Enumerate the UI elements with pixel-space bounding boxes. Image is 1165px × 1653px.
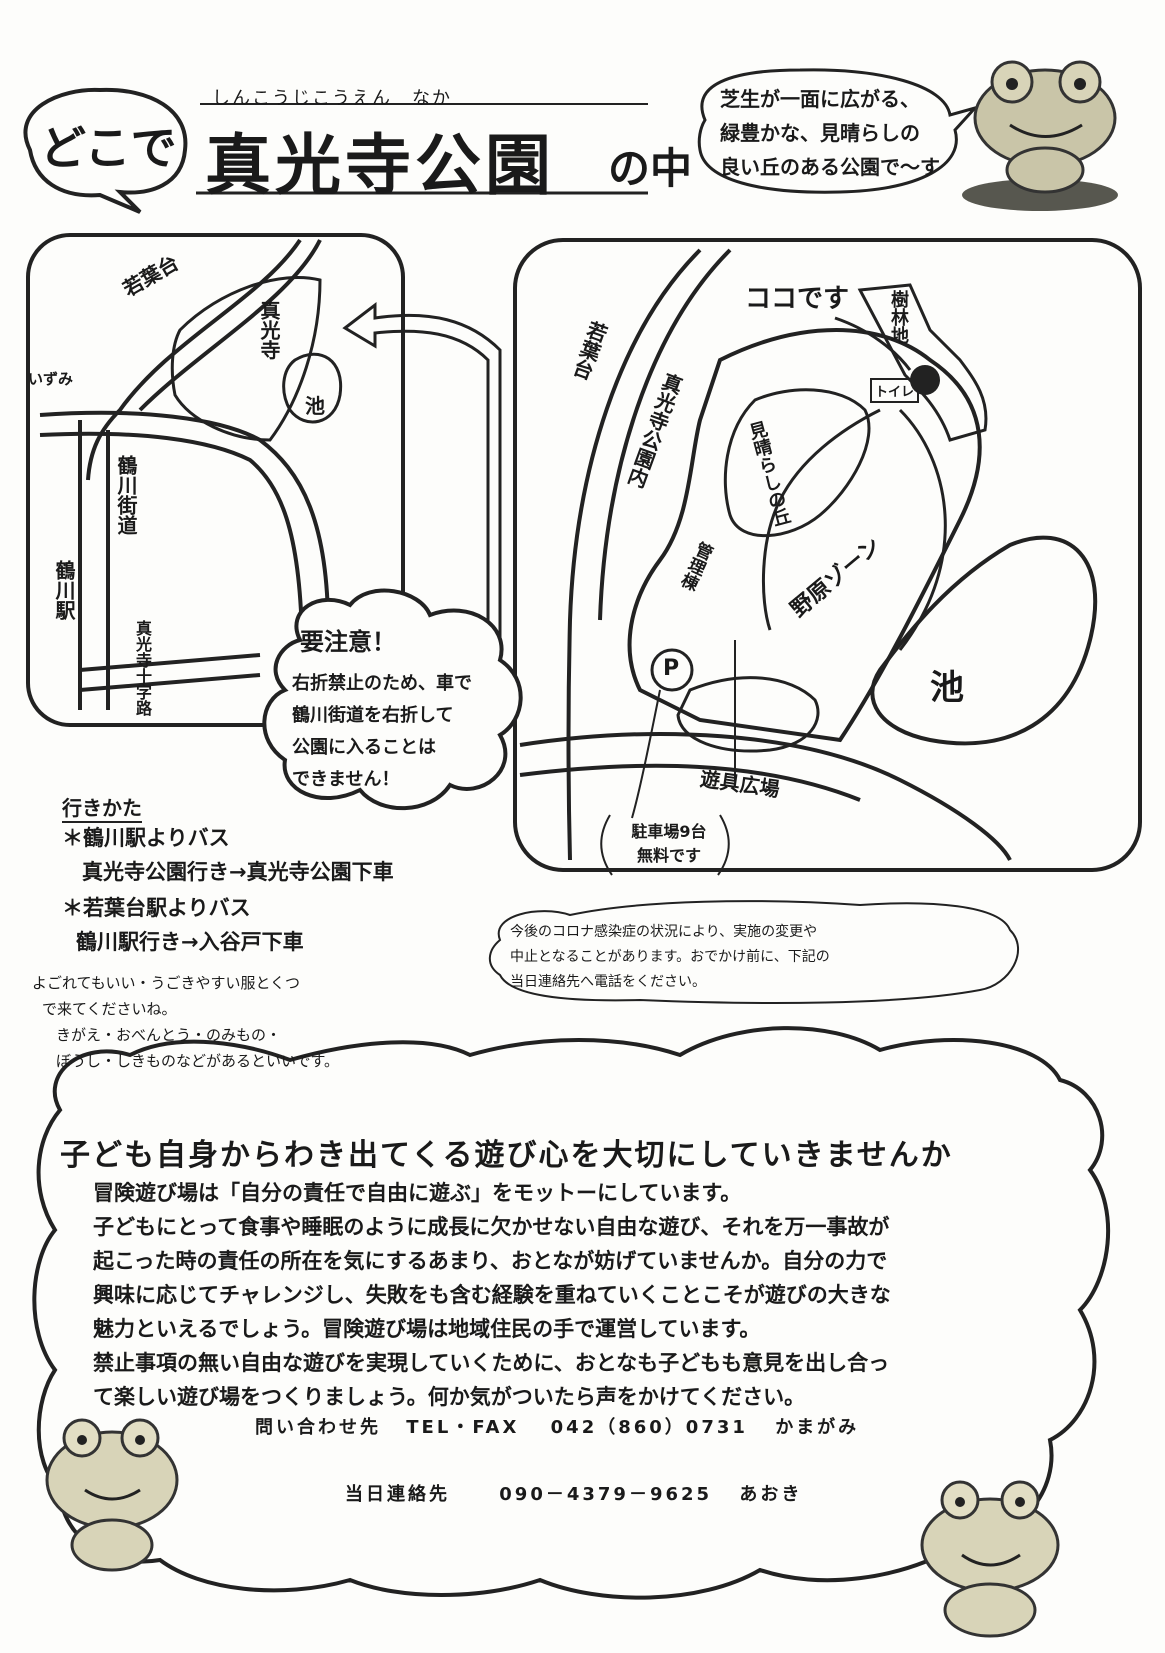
- caution-line: 鶴川街道を右折して: [292, 705, 454, 726]
- covid-note: 今後のコロナ感染症の状況により、実施の変更や 中止となることがあります。おでかけ…: [510, 920, 1010, 995]
- access-route-detail: 真光寺公園行き→真光寺公園下車: [82, 860, 394, 884]
- parking-note-bracket: [600, 814, 730, 876]
- parking-pointer: [631, 689, 661, 819]
- overview-map-frame: [26, 233, 405, 727]
- caution-line: 公園に入ることは: [292, 737, 436, 758]
- speech-bubble-text: 芝生が一面に広がる、 緑豊かな、見晴らしの 良い丘のある公園で～す: [720, 82, 940, 184]
- message-line: 子どもにとって食事や睡眠のように成長に欠かせない自由な遊び、それを万一事故が: [93, 1215, 890, 1239]
- covid-line: 当日連絡先へ電話をください。: [510, 974, 706, 990]
- overview-label-pond: 池: [305, 394, 325, 418]
- message-line: 魅力といえるでしょう。冒険遊び場は地域住民の手で運営しています。: [93, 1317, 761, 1341]
- message-cloud: [32, 1026, 1111, 1600]
- message-line: 禁止事項の無い自由な遊びを実現していくために、おとなも子どもも意見を出し合っ: [93, 1351, 890, 1375]
- where-bubble-outline: [23, 87, 188, 214]
- overview-roads: [39, 238, 331, 710]
- playground-outline: [676, 676, 820, 753]
- overview-label-shinkoji: 真光寺: [257, 300, 281, 360]
- overview-pond-outline: [282, 352, 343, 424]
- message-line: 冒険遊び場は「自分の責任で自由に遊ぶ」をモットーにしています。: [93, 1181, 742, 1205]
- overview-label-tsurukawa-station: 鶴川駅: [52, 560, 76, 620]
- detail-label-forest: 樹林地: [888, 290, 909, 344]
- title-particle: の中: [608, 144, 693, 193]
- frog-illustration-bottom-right: [920, 1480, 1060, 1638]
- inquiry-name: かまがみ: [775, 1417, 860, 1438]
- message-line: 起こった時の責任の所在を気にするあまり、おとなが妨げていませんか。自分の力で: [93, 1249, 888, 1273]
- access-title: 行きかた: [62, 792, 142, 823]
- title-ruby: しんこうじこうえん なか: [212, 88, 452, 109]
- day-contact-phone[interactable]: 090－4379－9625: [499, 1484, 713, 1505]
- speech-bubble-outline: [697, 68, 980, 194]
- caution-title: 要注意！: [300, 628, 396, 656]
- caution-cloud: [262, 588, 523, 811]
- inquiry-type: TEL・FAX: [406, 1417, 520, 1438]
- contact-day: 当日連絡先 090－4379－9625 あおき: [345, 1480, 802, 1506]
- parking-mark: P: [663, 656, 680, 681]
- overview-label-crossing: 真光寺十字路: [133, 620, 152, 716]
- page-title: 真光寺公園: [205, 127, 555, 204]
- overview-label-izumi: いずみ: [28, 370, 74, 388]
- clothing-line: きがえ・おべんとう・のみもの・: [56, 1026, 282, 1044]
- hill-outline: [723, 388, 871, 538]
- overview-label-tsurukawa-kaido: 鶴川街道: [114, 455, 138, 535]
- shinkoji-area-outline: [170, 275, 322, 442]
- speech-line: 芝生が一面に広がる、: [720, 87, 920, 111]
- inquiry-label: 問い合わせ先: [255, 1417, 381, 1438]
- inquiry-phone[interactable]: 042（860）0731: [550, 1417, 748, 1438]
- covid-note-cloud: [488, 900, 1020, 1004]
- detail-label-here: ココです: [745, 284, 850, 314]
- access-route-detail: 鶴川駅行き→入谷戸下車: [76, 930, 304, 954]
- clothing-note: よごれてもいい・うごきやすい服とくつ で来てくださいね。 きがえ・おべんとう・の…: [32, 970, 452, 1074]
- clothing-line: ぼうし・しきものなどがあるといいです。: [56, 1052, 340, 1070]
- covid-line: 今後のコロナ感染症の状況により、実施の変更や: [510, 924, 818, 940]
- pond-outline: [870, 535, 1098, 746]
- message-line: 興味に応じてチャレンジし、失敗をも含む経験を重ねていくことこそが遊びの大きな: [93, 1283, 891, 1307]
- message-heading: 子ども自身からわき出てくる遊び心を大切にしていきませんか: [60, 1138, 953, 1173]
- detail-roads: [519, 248, 1012, 861]
- day-contact-label: 当日連絡先: [345, 1484, 450, 1505]
- caution-line: 右折禁止のため、車で: [292, 673, 472, 694]
- frog-illustration-bottom-left: [45, 1418, 179, 1572]
- frog-illustration-top: [962, 60, 1118, 211]
- message-line: て楽しい遊び場をつくりましょう。何か気がついたら声をかけてください。: [93, 1385, 806, 1409]
- forest-area: [857, 283, 988, 442]
- clothing-line: よごれてもいい・うごきやすい服とくつ: [32, 974, 301, 992]
- detail-label-pond: 池: [930, 668, 964, 708]
- contact-inquiry: 問い合わせ先 TEL・FAX 042（860）0731 かまがみ: [255, 1413, 859, 1439]
- detail-label-parking-note: 駐車場9台 無料です: [631, 822, 707, 865]
- access-route-from: ＊若葉台駅よりバス: [62, 896, 251, 920]
- park-boundary: [627, 328, 982, 743]
- caution-line: できません！: [292, 769, 400, 790]
- clothing-line: で来てくださいね。: [42, 1000, 177, 1018]
- message-body: 冒険遊び場は「自分の責任で自由に遊ぶ」をモットーにしています。 子どもにとって食…: [93, 1176, 1033, 1414]
- speech-line: 緑豊かな、見晴らしの: [720, 121, 920, 145]
- detail-map-frame: [513, 238, 1142, 872]
- parking-circle: [650, 648, 694, 692]
- here-arrow: [834, 316, 912, 371]
- where-label: どこで: [40, 121, 177, 175]
- access-route-from: ＊鶴川駅よりバス: [62, 826, 230, 850]
- caution-text: 右折禁止のため、車で 鶴川街道を右折して 公園に入ることは できません！: [292, 668, 522, 796]
- detail-label-toilet: トイレ: [870, 378, 920, 403]
- speech-line: 良い丘のある公園で～す: [720, 155, 940, 179]
- covid-line: 中止となることがあります。おでかけ前に、下記の: [510, 949, 830, 965]
- day-contact-name: あおき: [739, 1484, 803, 1505]
